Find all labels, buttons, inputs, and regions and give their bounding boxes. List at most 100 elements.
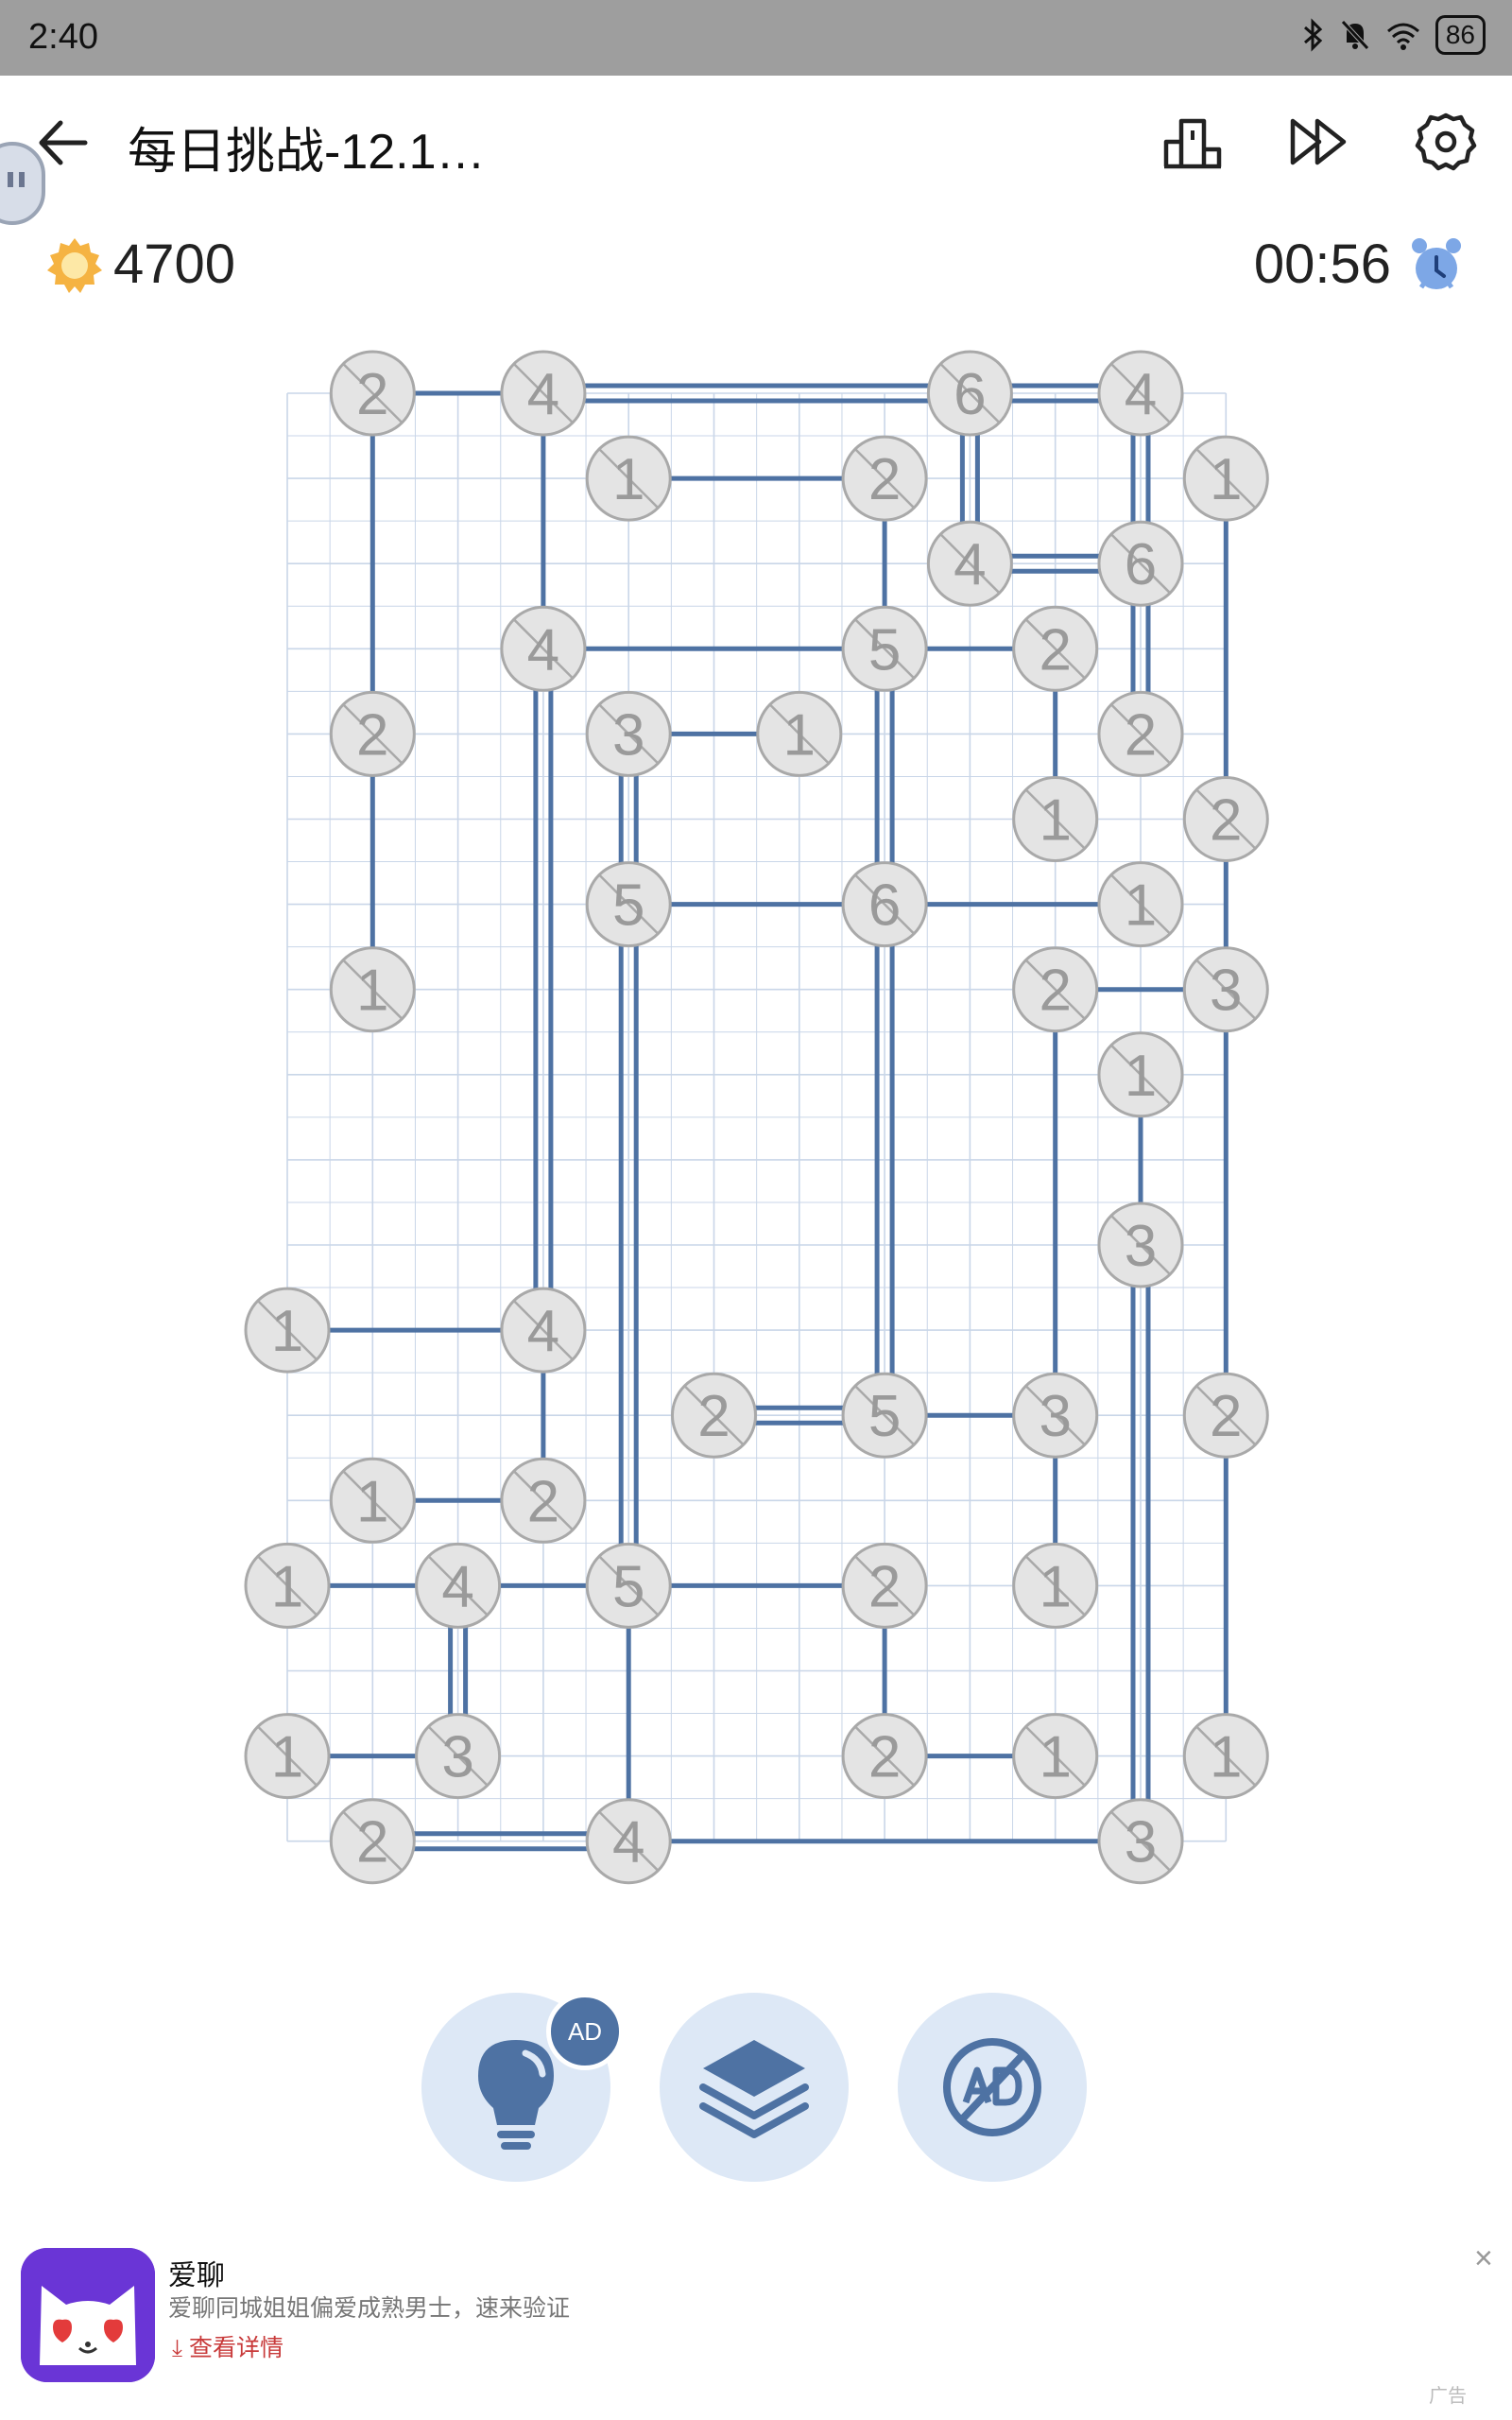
island-node[interactable]: 6 xyxy=(926,350,1013,437)
ad-close-button[interactable]: × xyxy=(1474,2240,1493,2276)
island-node[interactable]: 4 xyxy=(1097,350,1184,437)
island-node[interactable]: 1 xyxy=(329,1457,416,1544)
island-node[interactable]: 4 xyxy=(926,520,1013,607)
island-node[interactable]: 4 xyxy=(500,605,587,692)
island-complete-slash xyxy=(939,533,1001,595)
island-complete-slash xyxy=(854,1725,916,1787)
podium-icon[interactable] xyxy=(1159,108,1227,176)
island-node[interactable]: 2 xyxy=(500,1457,587,1544)
island-node[interactable]: 2 xyxy=(1182,776,1269,862)
island-number: 6 xyxy=(868,873,901,939)
layers-button[interactable] xyxy=(660,1993,849,2182)
island-complete-slash xyxy=(512,1470,574,1531)
island-node[interactable]: 3 xyxy=(1182,946,1269,1033)
island-number: 3 xyxy=(1039,1384,1071,1449)
island-node[interactable]: 5 xyxy=(841,1372,928,1459)
island-node[interactable]: 1 xyxy=(329,946,416,1033)
island-complete-slash xyxy=(939,363,1001,424)
sun-coin-icon xyxy=(47,238,102,293)
island-node[interactable]: 2 xyxy=(1097,690,1184,777)
island-number: 1 xyxy=(271,1725,303,1790)
board-grid xyxy=(286,392,1228,1842)
island-node[interactable]: 1 xyxy=(1012,1542,1099,1629)
island-number: 2 xyxy=(868,1725,901,1790)
island-complete-slash xyxy=(1110,703,1171,765)
island-node[interactable]: 4 xyxy=(415,1542,502,1629)
island-node[interactable]: 3 xyxy=(1097,1201,1184,1288)
island-complete-slash xyxy=(683,1385,745,1446)
island-number: 1 xyxy=(356,1469,388,1534)
top-app-bar: 每日挑战-12.1… xyxy=(0,76,1512,208)
fast-forward-icon[interactable] xyxy=(1285,108,1353,176)
island-node[interactable]: 5 xyxy=(585,861,672,948)
island-number: 1 xyxy=(1039,788,1071,854)
island-node[interactable]: 5 xyxy=(585,1542,672,1629)
ad-banner[interactable]: 爱聊 爱聊同城姐姐偏爱成熟男士，速来验证 ⤓ 查看详情 × 广告 xyxy=(0,2231,1512,2420)
island-node[interactable]: 1 xyxy=(244,1713,331,1800)
island-number: 3 xyxy=(1125,1214,1157,1279)
island-node[interactable]: 3 xyxy=(1012,1372,1099,1459)
island-node[interactable]: 1 xyxy=(1097,1031,1184,1118)
gear-icon[interactable] xyxy=(1412,108,1480,176)
island-number: 4 xyxy=(527,1299,559,1364)
island-complete-slash xyxy=(1195,1725,1257,1787)
island-node[interactable]: 3 xyxy=(585,690,672,777)
island-node[interactable]: 6 xyxy=(1097,520,1184,607)
coin-count: 4700 xyxy=(113,233,236,295)
island-number: 1 xyxy=(1125,1044,1157,1109)
island-node[interactable]: 2 xyxy=(841,435,928,522)
island-node[interactable]: 2 xyxy=(841,1713,928,1800)
island-node[interactable]: 2 xyxy=(329,690,416,777)
island-number: 5 xyxy=(868,617,901,683)
island-node[interactable]: 1 xyxy=(244,1287,331,1374)
arrow-left-icon[interactable] xyxy=(30,110,96,176)
ad-cta-link[interactable]: ⤓ 查看详情 xyxy=(172,2329,284,2363)
island-complete-slash xyxy=(598,448,660,510)
island-complete-slash xyxy=(854,448,916,510)
island-number: 1 xyxy=(356,959,388,1024)
island-node[interactable]: 1 xyxy=(1012,1713,1099,1800)
island-node[interactable]: 2 xyxy=(329,350,416,437)
page-title: 每日挑战-12.1… xyxy=(128,125,486,180)
island-node[interactable]: 5 xyxy=(841,605,928,692)
island-node[interactable]: 2 xyxy=(329,1798,416,1885)
island-node[interactable]: 1 xyxy=(1182,1713,1269,1800)
island-complete-slash xyxy=(1110,873,1171,935)
island-node[interactable]: 4 xyxy=(500,350,587,437)
island-complete-slash xyxy=(854,1385,916,1446)
island-complete-slash xyxy=(598,1555,660,1616)
island-node[interactable]: 3 xyxy=(1097,1798,1184,1885)
island-node[interactable]: 2 xyxy=(1012,946,1099,1033)
island-node[interactable]: 1 xyxy=(585,435,672,522)
island-node[interactable]: 1 xyxy=(244,1542,331,1629)
remove-ads-button[interactable] xyxy=(898,1993,1087,2182)
island-node[interactable]: 1 xyxy=(756,690,843,777)
island-complete-slash xyxy=(1024,618,1086,680)
island-node[interactable]: 3 xyxy=(415,1713,502,1800)
island-node[interactable]: 6 xyxy=(841,861,928,948)
island-number: 4 xyxy=(1125,362,1157,427)
island-number: 2 xyxy=(1125,702,1157,768)
island-node[interactable]: 2 xyxy=(671,1372,757,1459)
ad-cta-label: 查看详情 xyxy=(189,2335,284,2361)
floating-assistant-bubble[interactable] xyxy=(0,142,45,225)
island-node[interactable]: 2 xyxy=(841,1542,928,1629)
island-number: 1 xyxy=(783,702,816,768)
island-node[interactable]: 1 xyxy=(1012,776,1099,862)
wifi-icon xyxy=(1386,23,1419,50)
ad-app-icon[interactable] xyxy=(21,2248,155,2382)
island-complete-slash xyxy=(1195,448,1257,510)
island-node[interactable]: 2 xyxy=(1012,605,1099,692)
island-node[interactable]: 4 xyxy=(585,1798,672,1885)
island-node[interactable]: 1 xyxy=(1182,435,1269,522)
island-node[interactable]: 4 xyxy=(500,1287,587,1374)
island-complete-slash xyxy=(257,1555,318,1616)
island-node[interactable]: 1 xyxy=(1097,861,1184,948)
layers-icon xyxy=(699,2040,809,2138)
ad-app-name: 爱聊 xyxy=(168,2260,225,2291)
island-complete-slash xyxy=(1110,1044,1171,1105)
island-number: 4 xyxy=(527,617,559,683)
island-node[interactable]: 2 xyxy=(1182,1372,1269,1459)
island-number: 1 xyxy=(1039,1554,1071,1619)
